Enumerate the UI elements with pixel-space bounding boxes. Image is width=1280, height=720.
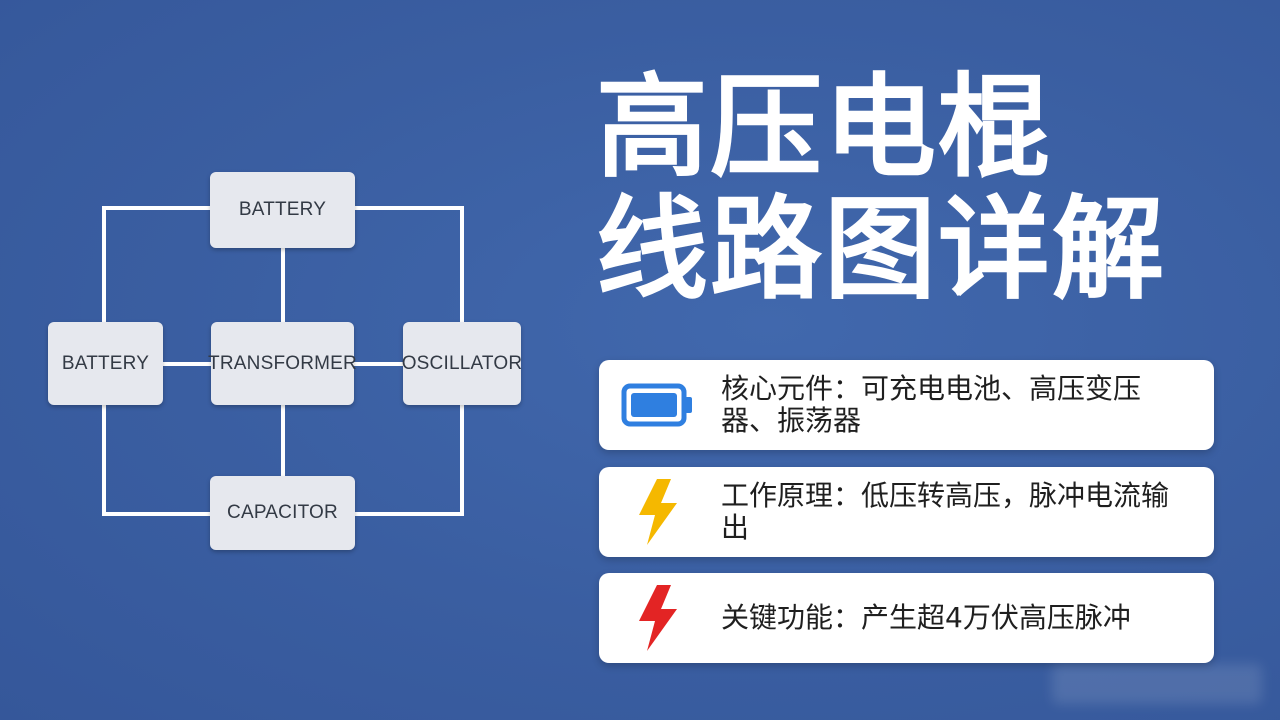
card-core-components-text: 核心元件：可充电电池、高压变压器、振荡器 xyxy=(721,372,1142,437)
battery-left-node: BATTERY xyxy=(48,322,163,405)
oscillator-node: OSCILLATOR xyxy=(402,322,522,405)
card-key-function: 关键功能：产生超4万伏高压脉冲 xyxy=(599,573,1214,663)
wire-outer-left-bottom xyxy=(102,403,212,516)
title-line-2: 线路图详解 xyxy=(596,185,1166,315)
title-line-1: 高压电棍 xyxy=(596,63,1052,193)
card-core-components: 核心元件：可充电电池、高压变压器、振荡器 xyxy=(599,360,1214,450)
battery-top-node: BATTERY xyxy=(210,172,355,248)
lightning-red-icon xyxy=(619,573,697,663)
transformer-node: TRANSFORMER xyxy=(208,322,357,405)
wire-outer-right-bottom xyxy=(353,403,464,516)
lightning-yellow-icon xyxy=(619,467,697,557)
card-key-function-text: 关键功能：产生超4万伏高压脉冲 xyxy=(721,601,1131,634)
card-working-principle: 工作原理：低压转高压，脉冲电流输出 xyxy=(599,467,1214,557)
wire-outer-right-top xyxy=(353,206,464,324)
wire-outer-left-top xyxy=(102,206,212,324)
card-working-principle-text: 工作原理：低压转高压，脉冲电流输出 xyxy=(721,479,1170,544)
watermark xyxy=(1052,664,1262,704)
battery-icon xyxy=(619,360,697,450)
capacitor-node: CAPACITOR xyxy=(210,476,355,550)
